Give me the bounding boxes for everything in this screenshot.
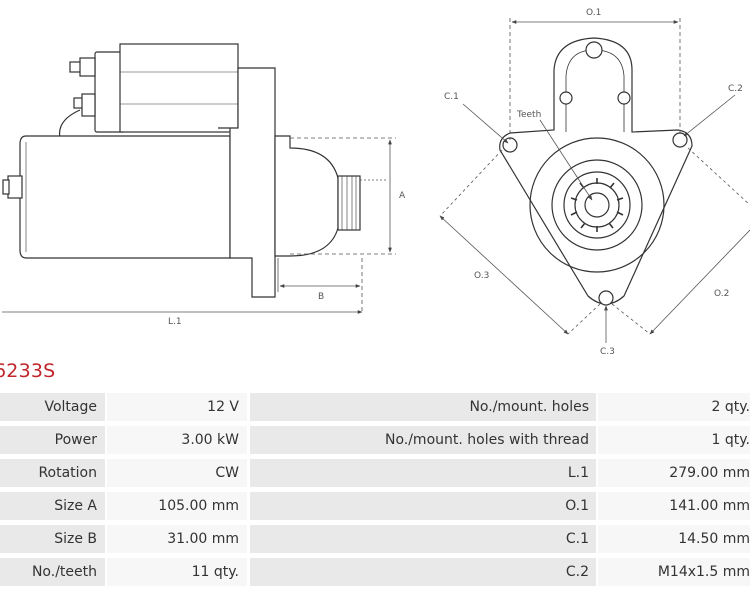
spec-label: Rotation <box>0 459 105 487</box>
spec-value: CW <box>107 459 247 487</box>
dim-label-o1: O.1 <box>586 8 601 18</box>
table-row: Size A 105.00 mm O.1 141.00 mm <box>0 490 750 523</box>
spec-label: Power <box>0 426 105 454</box>
spec-value: 105.00 mm <box>107 492 247 520</box>
part-number: 6233S <box>0 360 56 382</box>
table-row: Size B 31.00 mm C.1 14.50 mm <box>0 523 750 556</box>
spec-value: 11 qty. <box>107 558 247 586</box>
dim-label-a: A <box>399 191 406 201</box>
spec-label: No./mount. holes with thread <box>250 426 596 454</box>
spec-value: 141.00 mm <box>598 492 750 520</box>
technical-drawing: A B L.1 <box>2 8 750 357</box>
spec-value: 14.50 mm <box>598 525 750 553</box>
front-view <box>499 37 693 306</box>
spec-label: L.1 <box>250 459 596 487</box>
spec-value: M14x1.5 mm <box>598 558 750 586</box>
spec-value: 3.00 kW <box>107 426 247 454</box>
front-view-dimensions <box>439 18 750 343</box>
spec-label: No./mount. holes <box>250 393 596 421</box>
spec-value: 1 qty. <box>598 426 750 454</box>
spec-value: 31.00 mm <box>107 525 247 553</box>
table-row: Power 3.00 kW No./mount. holes with thre… <box>0 424 750 457</box>
dim-label-c1: C.1 <box>444 92 459 102</box>
dim-label-l1: L.1 <box>168 317 182 327</box>
spec-value: 279.00 mm <box>598 459 750 487</box>
spec-label: O.1 <box>250 492 596 520</box>
spec-value: 2 qty. <box>598 393 750 421</box>
spec-label: C.1 <box>250 525 596 553</box>
table-row: Voltage 12 V No./mount. holes 2 qty. <box>0 391 750 424</box>
side-view-dimensions <box>2 137 396 314</box>
dim-label-b: B <box>318 292 324 302</box>
side-view <box>2 43 361 298</box>
dim-label-teeth: Teeth <box>516 110 541 120</box>
spec-label: Voltage <box>0 393 105 421</box>
spec-table: Voltage 12 V No./mount. holes 2 qty. Pow… <box>0 391 750 589</box>
table-row: Rotation CW L.1 279.00 mm <box>0 457 750 490</box>
spec-value: 12 V <box>107 393 247 421</box>
spec-label: Size A <box>0 492 105 520</box>
spec-label: No./teeth <box>0 558 105 586</box>
dim-label-o3: O.3 <box>474 271 489 281</box>
table-row: No./teeth 11 qty. C.2 M14x1.5 mm <box>0 556 750 589</box>
spec-label: Size B <box>0 525 105 553</box>
dim-label-c2: C.2 <box>728 84 743 94</box>
spec-label: C.2 <box>250 558 596 586</box>
dim-label-c3: C.3 <box>600 347 615 357</box>
dim-label-o2: O.2 <box>714 289 729 299</box>
